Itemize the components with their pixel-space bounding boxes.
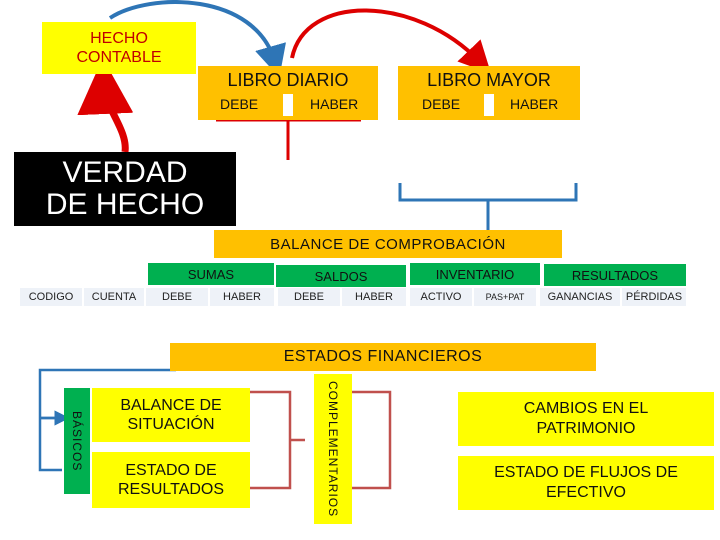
libro-mayor-debe: DEBE (422, 96, 461, 112)
ganancias-cell: GANANCIAS (540, 288, 620, 306)
balance-comprobacion-label: BALANCE DE COMPROBACIÓN (270, 235, 506, 253)
libro-mayor-box: LIBRO MAYOR DEBE HABER (398, 66, 580, 120)
pas-pat-cell: PAS+PAT (474, 288, 536, 306)
libro-diario-box: LIBRO DIARIO DEBE HABER (198, 66, 378, 120)
saldos-debe-cell: DEBE (278, 288, 340, 306)
balance-comprobacion-box: BALANCE DE COMPROBACIÓN (214, 230, 562, 258)
blue-arrow-to-diario (108, 0, 286, 78)
sumas-haber-cell: HABER (210, 288, 274, 306)
libro-diario-divider (283, 94, 293, 116)
verdad-de-hecho-label: VERDAD DE HECHO (45, 156, 205, 221)
cuenta-cell: CUENTA (84, 288, 144, 306)
libro-mayor-title: LIBRO MAYOR (427, 70, 551, 90)
codigo-cell: CODIGO (20, 288, 82, 306)
balance-situacion-box: BALANCE DE SITUACIÓN (92, 388, 250, 442)
saldos-haber-cell: HABER (342, 288, 406, 306)
basicos-label-box: BÁSICOS (64, 388, 90, 494)
libro-diario-title: LIBRO DIARIO (227, 70, 349, 90)
resultados-header: RESULTADOS (544, 264, 686, 286)
libro-mayor-haber: HABER (510, 96, 559, 112)
inventario-header: INVENTARIO (410, 263, 540, 285)
activo-cell: ACTIVO (410, 288, 472, 306)
verdad-de-hecho-box: VERDAD DE HECHO (14, 152, 236, 226)
blue-bracket-mayor (398, 183, 578, 230)
red-arrow-to-hecho (77, 58, 134, 153)
sumas-debe-cell: DEBE (146, 288, 208, 306)
estados-financieros-label: ESTADOS FINANCIEROS (283, 348, 483, 365)
libro-mayor-divider (484, 94, 494, 116)
hecho-contable-label: HECHO CONTABLE (76, 30, 162, 66)
libro-diario-debe: DEBE (220, 96, 259, 112)
flujos-efectivo-box: ESTADO DE FLUJOS DE EFECTIVO (458, 456, 714, 510)
sumas-header: SUMAS (148, 263, 274, 285)
red-connector-diario (216, 118, 361, 160)
perdidas-cell: PÉRDIDAS (622, 288, 686, 306)
red-arrow-to-mayor (290, 8, 492, 74)
saldos-header: SALDOS (276, 265, 406, 287)
brown-bracket-complementarios (250, 390, 305, 490)
cambios-patrimonio-box: CAMBIOS EN EL PATRIMONIO (458, 392, 714, 446)
estado-resultados-box: ESTADO DE RESULTADOS (92, 452, 250, 508)
estados-financieros-box: ESTADOS FINANCIEROS (170, 343, 596, 371)
hecho-contable-box: HECHO CONTABLE (42, 22, 196, 74)
libro-diario-haber: HABER (310, 96, 359, 112)
complementarios-label-box: COMPLEMENTARIOS (314, 374, 352, 524)
